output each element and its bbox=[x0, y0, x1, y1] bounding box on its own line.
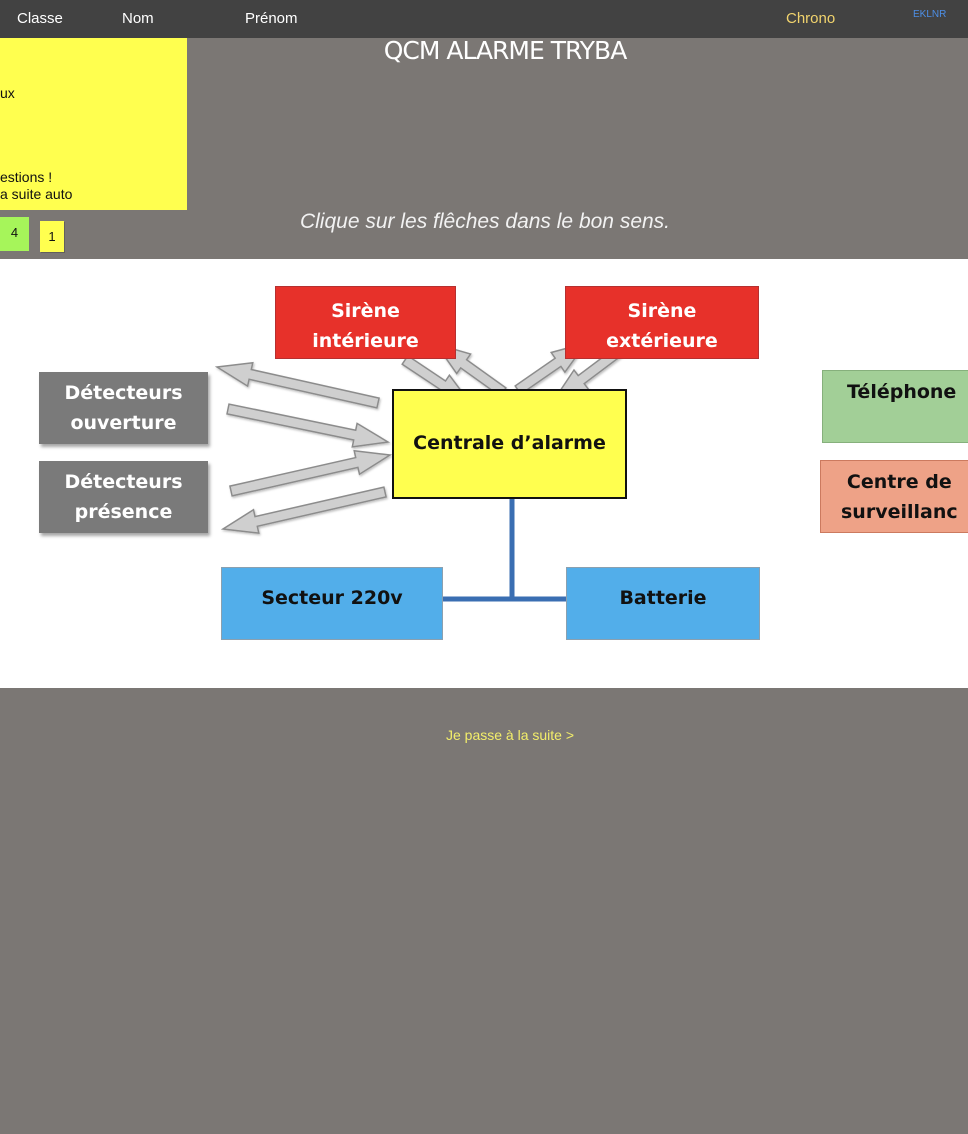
next-link[interactable]: Je passe à la suite > bbox=[445, 727, 575, 743]
chrono-button[interactable]: Chrono bbox=[786, 10, 836, 27]
arrow-detector-presence-to-central[interactable] bbox=[229, 449, 393, 497]
code-label: EKLNR bbox=[913, 9, 947, 20]
note-line-2: estions ! bbox=[0, 169, 53, 185]
battery-box: Batterie bbox=[566, 567, 760, 640]
central-alarm-box: Centrale d’alarme bbox=[392, 389, 627, 499]
mains-power-box: Secteur 220v bbox=[221, 567, 443, 640]
prenom-field[interactable]: Prénom bbox=[245, 10, 298, 27]
note-line-1: ux bbox=[0, 85, 15, 101]
arrow-central-to-detector-opening[interactable] bbox=[214, 361, 380, 409]
instruction-text: Clique sur les flêches dans le bon sens. bbox=[299, 210, 671, 233]
classe-field[interactable]: Classe bbox=[17, 10, 63, 27]
top-bar: Classe Nom Prénom Chrono EKLNR bbox=[0, 0, 968, 38]
page-title: QCM ALARME TRYBA bbox=[383, 36, 628, 65]
sticky-note: ux estions ! a suite auto bbox=[0, 38, 187, 210]
counter-green: 4 bbox=[0, 217, 29, 251]
nom-field[interactable]: Nom bbox=[122, 10, 154, 27]
power-links bbox=[442, 497, 568, 602]
note-line-3: a suite auto bbox=[0, 186, 73, 202]
arrow-central-to-detector-presence[interactable] bbox=[220, 486, 387, 534]
arrow-detector-opening-to-central[interactable] bbox=[226, 403, 391, 448]
counter-yellow: 1 bbox=[40, 221, 64, 252]
telephone-box[interactable]: Téléphone bbox=[822, 370, 968, 443]
